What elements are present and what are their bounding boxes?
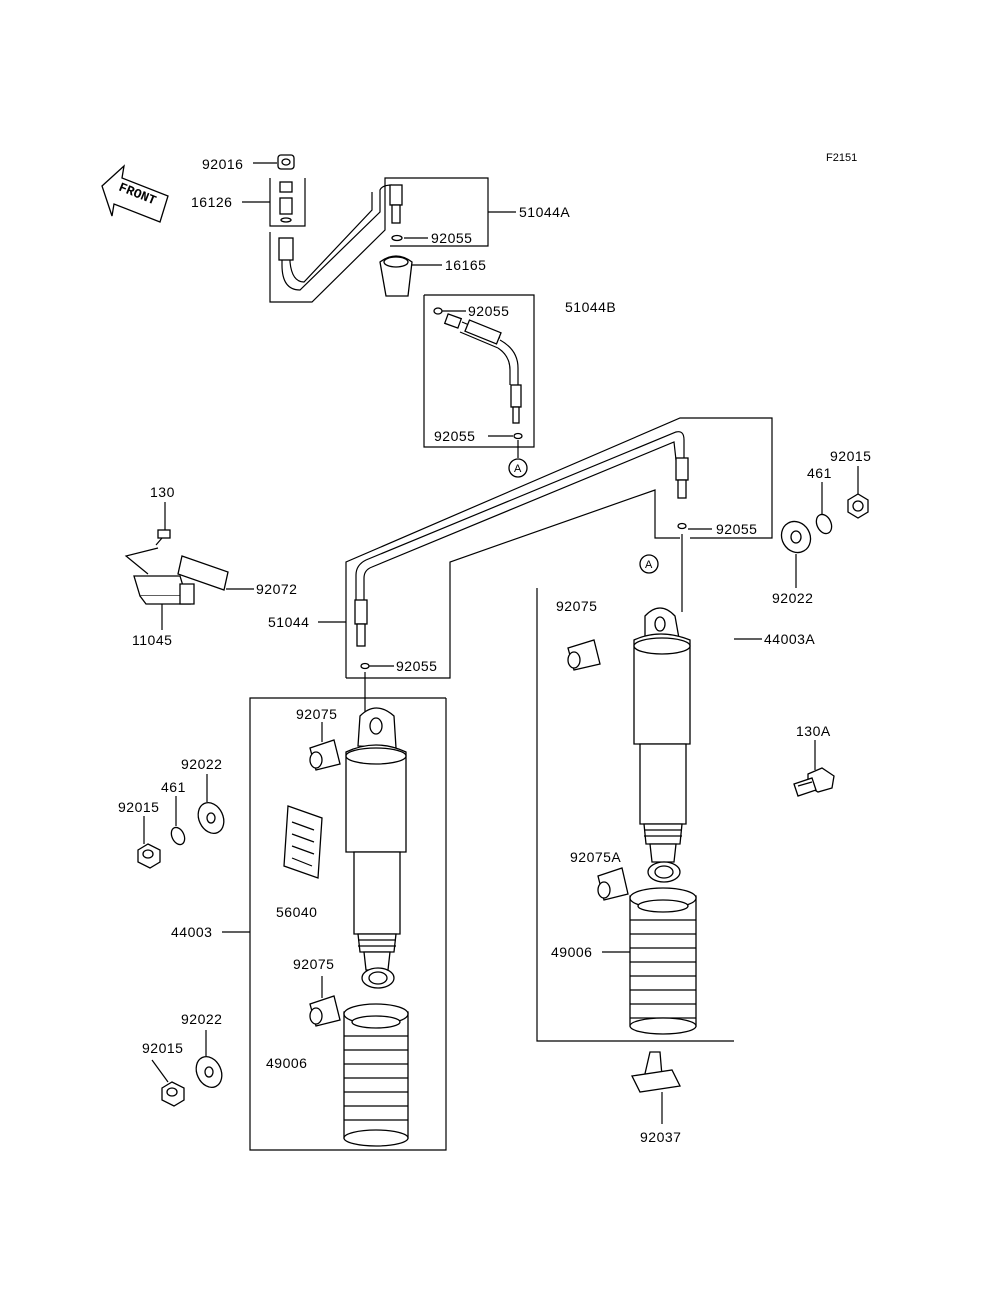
label-92016: 92016 <box>202 156 243 172</box>
svg-text:A: A <box>514 463 522 475</box>
callout-a-top: A <box>508 458 528 478</box>
shock-44003A <box>536 588 762 1124</box>
label-44003A: 44003A <box>764 631 815 647</box>
diagram-code: F2151 <box>826 152 857 164</box>
label-92015-right: 92015 <box>830 448 871 464</box>
label-92075-left-top: 92075 <box>296 706 337 722</box>
label-461-left: 461 <box>161 779 186 795</box>
bolt-130A <box>793 740 835 797</box>
label-16126: 16126 <box>191 194 232 210</box>
label-92055-left: 92055 <box>396 658 437 674</box>
hardware-left-upper <box>137 774 225 869</box>
label-92022-left: 92022 <box>181 756 222 772</box>
hose-51044 <box>318 417 773 712</box>
label-92075-left-bottom: 92075 <box>293 956 334 972</box>
label-92015-left-lower: 92015 <box>142 1040 183 1056</box>
label-49006-left: 49006 <box>266 1055 307 1071</box>
label-92055-right: 92055 <box>716 521 757 537</box>
label-92037: 92037 <box>640 1129 681 1145</box>
label-51044: 51044 <box>268 614 309 630</box>
label-92055-b1: 92055 <box>468 303 509 319</box>
label-51044A: 51044A <box>519 204 570 220</box>
label-92022-right: 92022 <box>772 590 813 606</box>
hardware-right-top <box>780 466 869 588</box>
label-49006-right: 49006 <box>551 944 592 960</box>
label-92075A: 92075A <box>570 849 621 865</box>
label-44003: 44003 <box>171 924 212 940</box>
callout-a-right: A <box>639 554 659 574</box>
bracket-11045 <box>124 502 254 630</box>
label-92072: 92072 <box>256 581 297 597</box>
label-51044B: 51044B <box>565 299 616 315</box>
hose-51044B <box>423 294 535 458</box>
label-92022-left-lower: 92022 <box>181 1011 222 1027</box>
label-461-right: 461 <box>807 465 832 481</box>
hardware-left-lower <box>151 1030 223 1107</box>
shock-44003 <box>222 697 447 1151</box>
label-11045: 11045 <box>132 632 172 648</box>
hose-51044A <box>242 154 516 303</box>
label-92015-left: 92015 <box>118 799 159 815</box>
front-arrow-icon: FRONT <box>101 164 169 223</box>
label-130A: 130A <box>796 723 831 739</box>
label-92075-right: 92075 <box>556 598 597 614</box>
label-92055-top: 92055 <box>431 230 472 246</box>
label-56040: 56040 <box>276 904 317 920</box>
label-130: 130 <box>150 484 175 500</box>
label-16165: 16165 <box>445 257 486 273</box>
label-92055-b2: 92055 <box>434 428 475 444</box>
svg-text:A: A <box>645 559 653 571</box>
